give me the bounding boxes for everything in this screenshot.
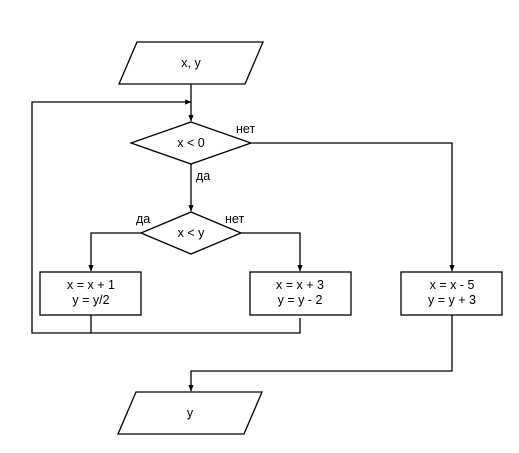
process-middle-line1: x = x + 3 xyxy=(276,278,324,292)
condition-x-lt-y: x < y xyxy=(139,211,243,255)
process-right: x = x - 5 y = y + 3 xyxy=(400,271,503,316)
edges xyxy=(31,84,455,392)
condition-x-lt-y-text: x < y xyxy=(178,226,205,240)
label-cond2-yes: да xyxy=(136,212,150,226)
condition-x-lt-0: x < 0 xyxy=(129,121,253,165)
label-cond1-yes: да xyxy=(196,169,210,183)
edge-cond1-no xyxy=(251,142,455,272)
label-cond2-no: нет xyxy=(225,212,244,226)
output-node: y xyxy=(117,391,263,435)
process-left-line2: y = y/2 xyxy=(72,293,109,307)
process-left: x = x + 1 y = y/2 xyxy=(39,271,142,316)
edge-loop-back xyxy=(31,99,301,334)
process-middle: x = x + 3 y = y - 2 xyxy=(249,271,352,316)
condition-x-lt-0-text: x < 0 xyxy=(177,136,204,150)
process-right-line2: y = y + 3 xyxy=(428,293,476,307)
input-node: x, y xyxy=(118,41,264,85)
edge-proc-right-to-output xyxy=(188,315,453,392)
process-left-line1: x = x + 1 xyxy=(67,278,115,292)
edge-cond2-yes xyxy=(88,232,141,272)
input-text: x, y xyxy=(181,56,201,70)
output-text: y xyxy=(187,406,194,420)
process-middle-line2: y = y - 2 xyxy=(278,293,323,307)
edge-cond2-no xyxy=(241,232,303,272)
label-cond1-no: нет xyxy=(236,122,255,136)
process-right-line1: x = x - 5 xyxy=(430,278,475,292)
